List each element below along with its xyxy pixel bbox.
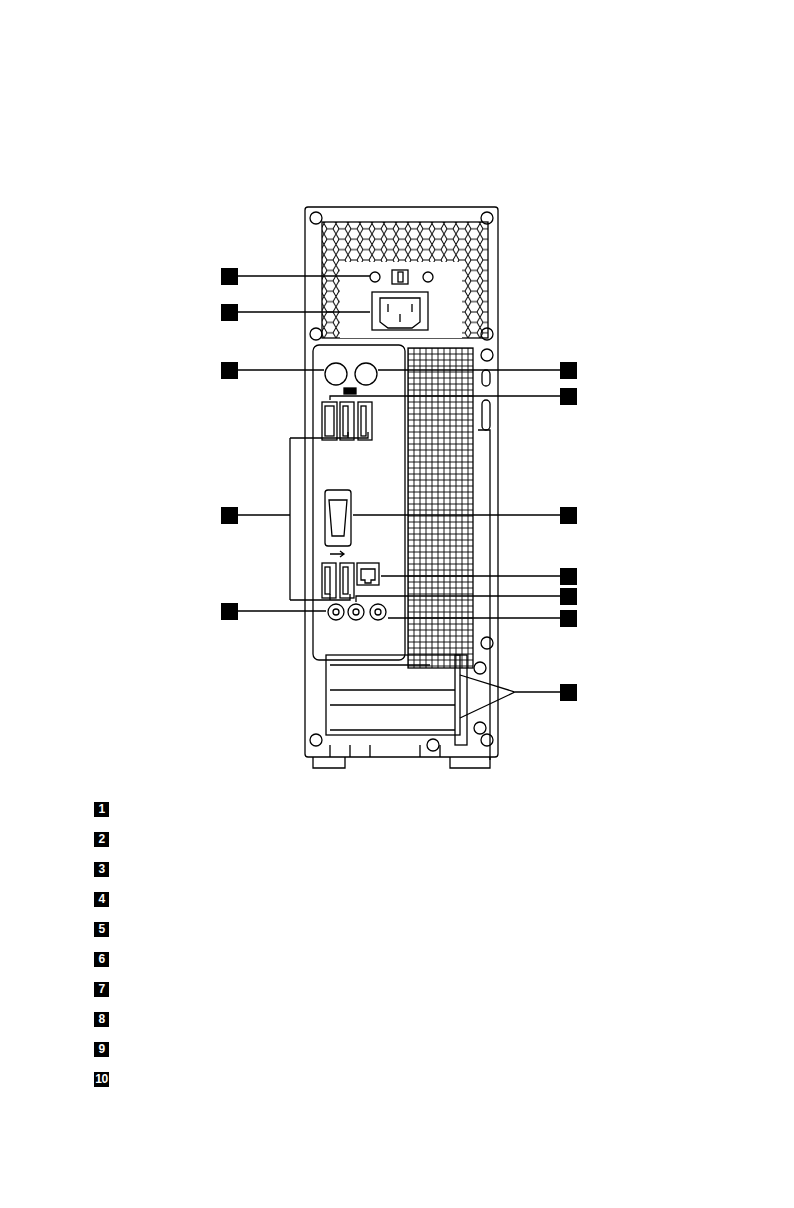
- callout-number: 9: [94, 1042, 109, 1057]
- callout-number: 8: [94, 1012, 109, 1027]
- callout-number: 7: [94, 982, 109, 997]
- callout-number: 4: [94, 892, 109, 907]
- callout-number: 1: [94, 802, 109, 817]
- callout-number: 3: [94, 862, 109, 877]
- callout-number: 2: [94, 832, 109, 847]
- callout-number: 5: [94, 922, 109, 937]
- callout-number: 10: [94, 1072, 109, 1087]
- callout-number: 6: [94, 952, 109, 967]
